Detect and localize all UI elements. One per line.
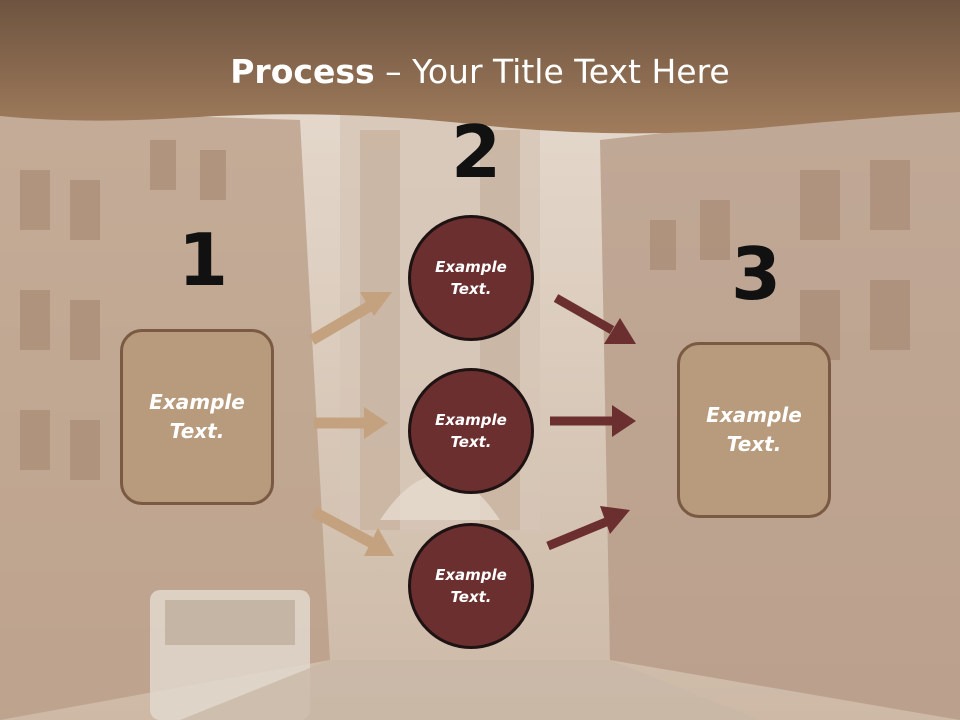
step-number-3: 3 [731, 232, 782, 316]
arrow-to-middle [314, 407, 388, 439]
page-title: Process – Your Title Text Here [0, 52, 960, 91]
right-box: Example Text. [677, 342, 831, 518]
middle-circle: Example Text. [408, 368, 534, 494]
left-box-label: Example Text. [149, 390, 245, 443]
top-circle-label: Example Text. [435, 257, 507, 299]
arrow-to-top [309, 292, 392, 345]
title-rest: – Your Title Text Here [374, 52, 730, 91]
arrow-from-bottom [546, 506, 630, 551]
right-box-label: Example Text. [706, 403, 802, 456]
step-number-2: 2 [451, 110, 502, 194]
top-circle: Example Text. [408, 215, 534, 341]
bottom-circle: Example Text. [408, 523, 534, 649]
arrow-to-bottom [311, 507, 394, 556]
middle-circle-label: Example Text. [435, 410, 507, 452]
title-bold: Process [230, 52, 375, 91]
arrow-from-top [553, 294, 636, 344]
bottom-circle-label: Example Text. [435, 565, 507, 607]
step-number-1: 1 [178, 218, 229, 302]
arrow-from-middle [550, 405, 636, 437]
left-box: Example Text. [120, 329, 274, 505]
